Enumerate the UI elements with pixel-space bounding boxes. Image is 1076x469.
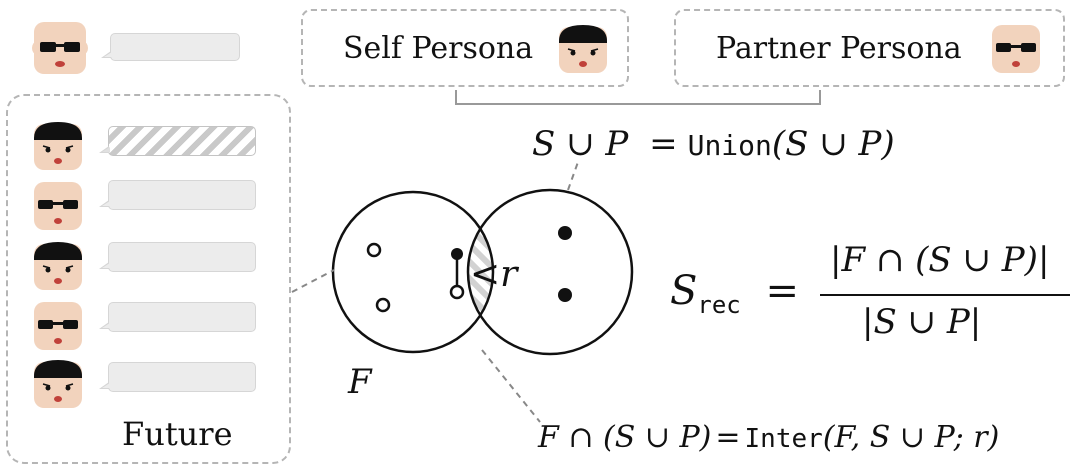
intersection-formula: F ∩ (S ∪ P)=Inter(F, S ∪ P; r) (538, 420, 999, 455)
persona-bracket (456, 90, 820, 104)
fraction-bar (820, 294, 1070, 296)
set-f-label: F (348, 362, 372, 402)
less-than-r-label: <r (470, 254, 517, 295)
inter-equals: = (715, 420, 740, 455)
union-function: Union (688, 129, 772, 162)
persona-point (558, 226, 572, 240)
srec-denominator: |S ∪ P| (862, 302, 981, 342)
future-point (368, 244, 380, 256)
inter-lhs: F ∩ (S ∪ P) (538, 420, 711, 455)
intersection-connector (482, 350, 540, 422)
future-point (377, 299, 389, 311)
future-connector (292, 270, 334, 292)
srec-symbol: S (670, 268, 697, 314)
srec-equals: = (765, 268, 799, 314)
persona-point (558, 288, 572, 302)
union-connector (568, 162, 578, 190)
union-equals: = (649, 124, 678, 164)
union-argument: (S ∪ P) (772, 124, 895, 164)
srec-subscript: rec (697, 291, 740, 319)
srec-numerator: |F ∩ (S ∪ P)| (830, 240, 1049, 280)
srec-lhs: Srec = (670, 268, 799, 319)
inter-argument: (F, S ∪ P; r) (823, 420, 999, 455)
union-formula: S ∪ P = Union(S ∪ P) (532, 124, 895, 164)
union-lhs: S ∪ P (532, 124, 628, 164)
inter-function: Inter (745, 424, 823, 454)
future-point-matched (451, 286, 463, 298)
